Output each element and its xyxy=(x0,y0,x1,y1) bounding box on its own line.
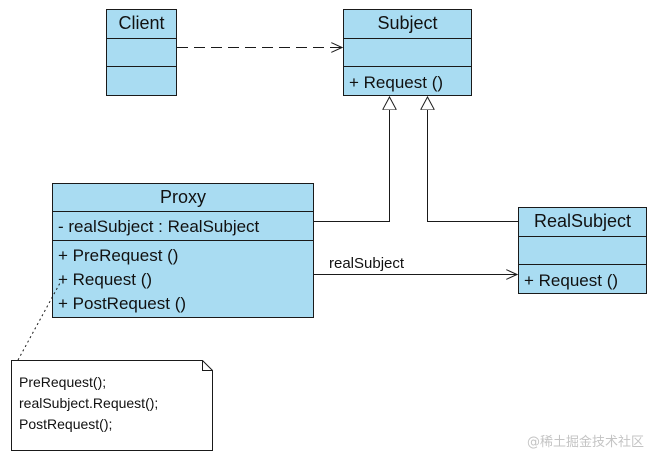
note-line: PostRequest(); xyxy=(19,416,112,432)
class-proxy-operation: + PostRequest () xyxy=(58,294,186,313)
class-real-subject-box xyxy=(518,207,647,294)
class-subject-operation: + Request () xyxy=(349,73,443,92)
note: PreRequest(); realSubject.Request(); Pos… xyxy=(11,360,213,451)
note-corner-fold xyxy=(202,360,213,371)
class-subject: Subject + Request () xyxy=(343,9,472,96)
class-proxy: Proxy - realSubject : RealSubject + PreR… xyxy=(52,183,314,318)
note-box xyxy=(11,360,213,451)
class-subject-box xyxy=(343,9,472,96)
association-label: realSubject xyxy=(329,255,405,272)
class-real-subject: RealSubject + Request () xyxy=(518,207,647,294)
class-subject-name: Subject xyxy=(377,13,437,33)
class-proxy-box xyxy=(52,183,314,318)
class-proxy-name: Proxy xyxy=(160,187,206,207)
watermark: @稀土掘金技术社区 xyxy=(527,434,644,450)
class-client: Client xyxy=(106,9,177,96)
class-proxy-operation: + PreRequest () xyxy=(58,246,178,265)
class-client-name: Client xyxy=(118,13,164,33)
note-line: PreRequest(); xyxy=(19,374,106,390)
class-real-subject-name: RealSubject xyxy=(534,211,631,231)
generalization-proxy-subject xyxy=(314,97,390,222)
generalization-realsubject-subject xyxy=(428,97,518,222)
note-line: realSubject.Request(); xyxy=(19,395,158,411)
class-proxy-attribute: - realSubject : RealSubject xyxy=(58,217,260,236)
class-proxy-operation: + Request () xyxy=(58,270,152,289)
class-client-box xyxy=(106,9,177,96)
class-real-subject-operation: + Request () xyxy=(524,271,618,290)
